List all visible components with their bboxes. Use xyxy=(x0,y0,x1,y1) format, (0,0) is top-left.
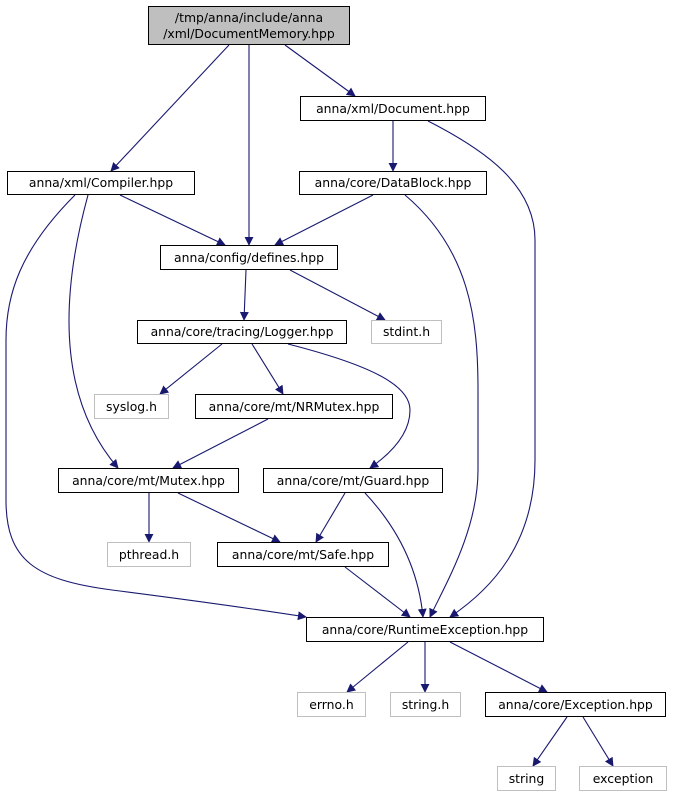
edge-document-hpp-to-runtimeexception-hpp xyxy=(427,120,536,618)
edge-mutex-hpp-to-safe-hpp xyxy=(177,492,281,543)
edge-defines-hpp-to-logger-hpp xyxy=(239,269,249,321)
edge-runtimeexception-hpp-to-errno-h xyxy=(346,641,409,693)
node-exception[interactable]: exception xyxy=(579,766,667,791)
node-safe-hpp[interactable]: anna/core/mt/Safe.hpp xyxy=(217,542,389,567)
node-exception-hpp[interactable]: anna/core/Exception.hpp xyxy=(485,692,666,717)
node-document-hpp[interactable]: anna/xml/Document.hpp xyxy=(300,96,486,121)
edge-logger-hpp-to-nrmutex-hpp xyxy=(251,343,284,395)
node-string-h[interactable]: string.h xyxy=(390,692,461,717)
node-pthread-h[interactable]: pthread.h xyxy=(107,542,191,567)
node-string[interactable]: string xyxy=(497,766,556,791)
edge-nrmutex-hpp-to-mutex-hpp xyxy=(172,418,269,469)
edge-compiler-hpp-to-runtimeexception-hpp xyxy=(5,194,307,621)
edge-exception-hpp-to-exception xyxy=(582,716,614,767)
node-compiler-hpp[interactable]: anna/xml/Compiler.hpp xyxy=(7,171,195,195)
edge-guard-hpp-to-runtimeexception-hpp xyxy=(364,492,427,618)
node-datablock-hpp[interactable]: anna/core/DataBlock.hpp xyxy=(299,171,487,195)
node-root-documentmemory-hpp[interactable]: /tmp/anna/include/anna /xml/DocumentMemo… xyxy=(148,6,350,45)
root-label-line2: /xml/DocumentMemory.hpp xyxy=(163,25,335,41)
node-defines-hpp[interactable]: anna/config/defines.hpp xyxy=(160,245,338,270)
node-stdint-h[interactable]: stdint.h xyxy=(371,320,442,344)
edge-datablock-hpp-to-defines-hpp xyxy=(274,194,374,246)
edge-logger-hpp-to-guard-hpp xyxy=(287,343,411,469)
edge-defines-hpp-to-stdint-h xyxy=(289,269,386,321)
edge-compiler-hpp-to-defines-hpp xyxy=(119,194,226,246)
edge-exception-hpp-to-string xyxy=(532,716,568,767)
node-nrmutex-hpp[interactable]: anna/core/mt/NRMutex.hpp xyxy=(195,394,393,419)
node-mutex-hpp[interactable]: anna/core/mt/Mutex.hpp xyxy=(58,468,239,493)
edge-logger-hpp-to-syslog-h xyxy=(159,343,223,395)
edge-runtimeexception-hpp-to-exception-hpp xyxy=(449,641,548,693)
node-syslog-h[interactable]: syslog.h xyxy=(94,394,169,419)
edge-guard-hpp-to-safe-hpp xyxy=(315,492,346,543)
edge-root-to-document-hpp xyxy=(284,44,356,97)
root-label-line1: /tmp/anna/include/anna xyxy=(174,9,324,25)
edge-compiler-hpp-to-mutex-hpp xyxy=(68,194,119,469)
node-errno-h[interactable]: errno.h xyxy=(297,692,366,717)
edge-safe-hpp-to-runtimeexception-hpp xyxy=(344,566,411,618)
node-guard-hpp[interactable]: anna/core/mt/Guard.hpp xyxy=(263,468,443,493)
edge-root-to-compiler-hpp xyxy=(110,44,230,172)
node-runtimeexception-hpp[interactable]: anna/core/RuntimeException.hpp xyxy=(306,617,544,642)
node-logger-hpp[interactable]: anna/core/tracing/Logger.hpp xyxy=(137,320,347,344)
edge-datablock-hpp-to-runtimeexception-hpp xyxy=(404,194,479,618)
